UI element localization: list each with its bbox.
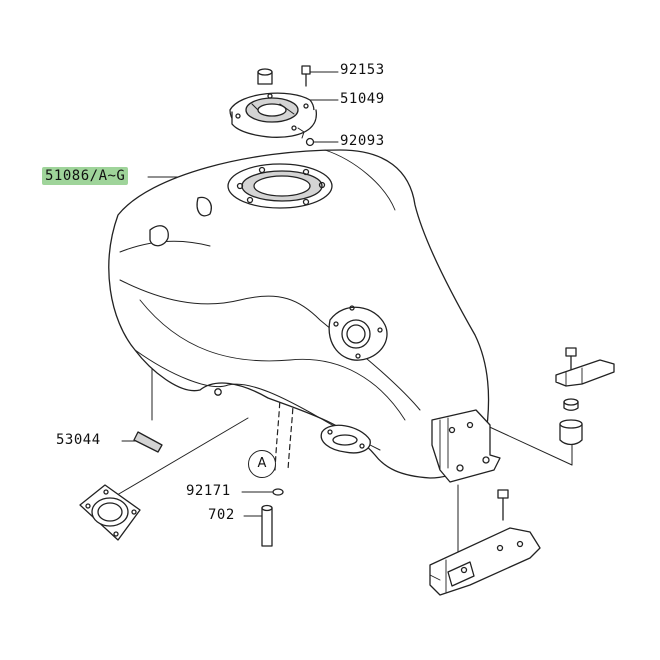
- fuel-hose: [261, 504, 273, 547]
- mount-bracket-lower: [429, 527, 541, 596]
- part-label-92171: 92171: [186, 483, 231, 499]
- fuel-cap: [229, 68, 318, 139]
- damper-rubber-right: [559, 419, 583, 446]
- collar-right: [563, 398, 579, 411]
- part-label-53044: 53044: [56, 432, 101, 448]
- screw-92153: [301, 65, 311, 87]
- mount-bracket-right: [555, 359, 615, 387]
- pump-mount-plate: [328, 305, 388, 361]
- washer-92093: [305, 137, 315, 147]
- callout-a: A: [248, 450, 276, 478]
- part-label-92153: 92153: [340, 62, 385, 78]
- hose-clamp: [272, 488, 284, 496]
- rear-mount-bracket: [431, 409, 501, 483]
- mount-bolt-lower: [497, 489, 509, 521]
- drain-bracket: [320, 424, 371, 454]
- fuel-tank: [108, 149, 501, 483]
- part-label-92093: 92093: [340, 133, 385, 149]
- part-label-702: 702: [208, 507, 235, 523]
- filler-opening: [227, 163, 333, 209]
- part-label-51086-highlighted: 51086/A~G: [42, 167, 129, 185]
- seal-strip: [133, 431, 163, 453]
- part-label-51049: 51049: [340, 91, 385, 107]
- pump-gasket: [79, 484, 141, 541]
